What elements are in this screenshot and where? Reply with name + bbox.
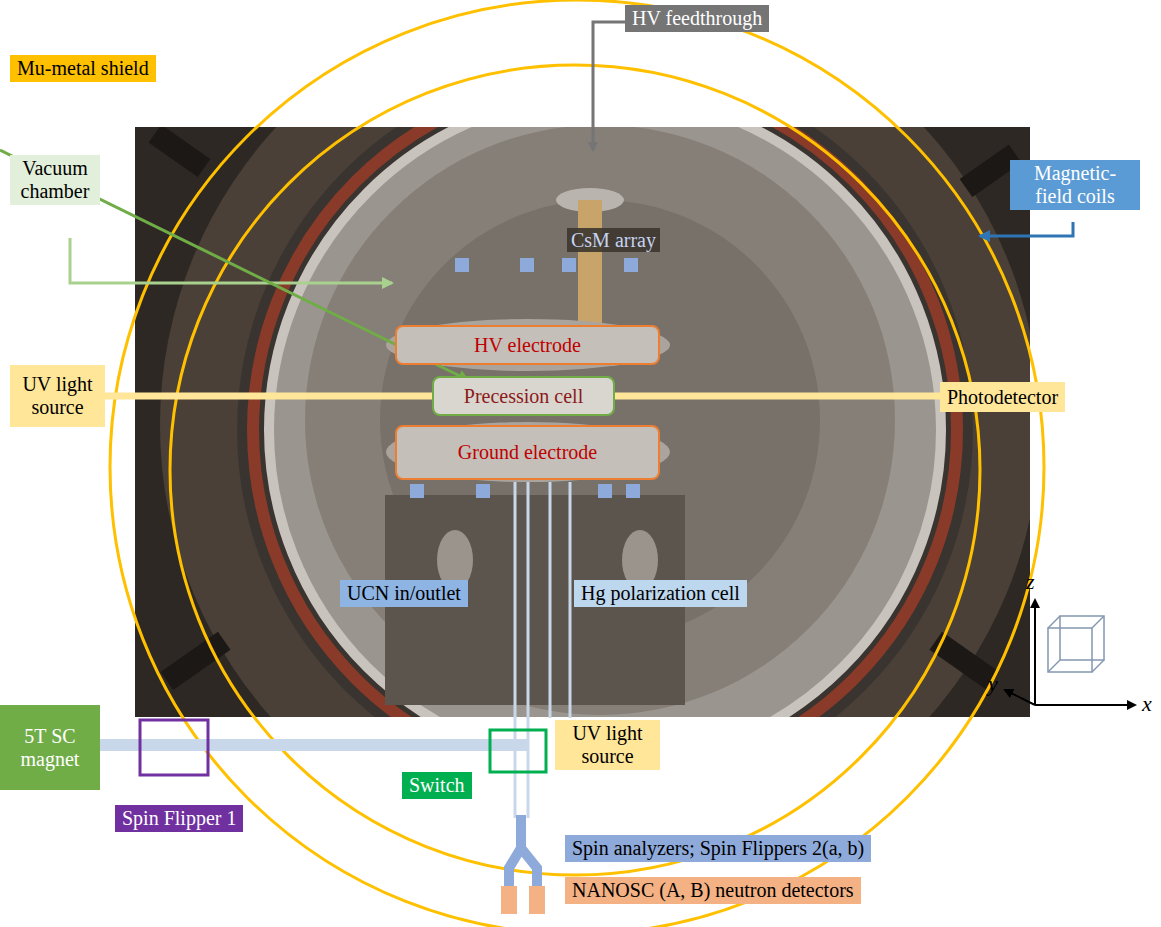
part-label: Mu-metal shield bbox=[10, 55, 156, 82]
leader-line bbox=[980, 222, 1073, 236]
part-label: HV feedthrough bbox=[625, 5, 769, 32]
label-text: UCN in/outlet bbox=[347, 582, 461, 605]
label-text: Spin analyzers; Spin Flippers 2(a, b) bbox=[572, 837, 864, 860]
cell-box: Precession cell bbox=[432, 376, 615, 416]
part-label: Magnetic-field coils bbox=[1010, 160, 1140, 210]
label-text: Ground electrode bbox=[458, 441, 597, 464]
axis-cube bbox=[1048, 616, 1104, 672]
axis-label: y bbox=[988, 672, 998, 696]
part-label: UV light source bbox=[555, 720, 660, 770]
part-label: Spin Flipper 1 bbox=[115, 805, 243, 832]
part-label: NANOSC (A, B) neutron detectors bbox=[565, 877, 861, 904]
axis-label: x bbox=[1142, 692, 1152, 716]
axes bbox=[1005, 600, 1135, 705]
label-text: Switch bbox=[409, 774, 465, 797]
leader-line bbox=[70, 238, 392, 283]
part-label: UV light source bbox=[10, 365, 105, 427]
spin-flipper-frame bbox=[140, 720, 208, 775]
label-text: 5T SC magnet bbox=[7, 725, 93, 771]
axis-label: z bbox=[1026, 570, 1035, 594]
mu-metal-outline bbox=[110, 0, 1044, 927]
detector-a bbox=[501, 886, 517, 914]
part-label: Spin analyzers; Spin Flippers 2(a, b) bbox=[565, 835, 871, 862]
label-text: HV electrode bbox=[474, 334, 581, 357]
part-label: Vacuum chamber bbox=[10, 155, 100, 205]
label-text: UV light source bbox=[562, 722, 653, 768]
photo bbox=[149, 127, 1030, 717]
label-text: NANOSC (A, B) neutron detectors bbox=[572, 879, 854, 902]
label-text: Vacuum chamber bbox=[17, 157, 93, 203]
part-label: 5T SC magnet bbox=[0, 705, 100, 790]
analyzer-branch bbox=[509, 815, 537, 886]
part-label: Switch bbox=[402, 772, 472, 799]
sensor-label: CsM array bbox=[567, 228, 660, 252]
switch-frame bbox=[490, 730, 546, 772]
part-label: Hg polarization cell bbox=[574, 580, 747, 607]
mu-metal-outline bbox=[170, 65, 980, 875]
label-text: Hg polarization cell bbox=[581, 582, 740, 605]
label-text: UV light source bbox=[17, 373, 98, 419]
label-text: Magnetic-field coils bbox=[1017, 162, 1133, 208]
part-label: Photodetector bbox=[940, 382, 1065, 412]
neutron-beamline bbox=[100, 739, 528, 751]
part-label: UCN in/outlet bbox=[340, 580, 468, 607]
electrode-box: HV electrode bbox=[395, 325, 660, 365]
leader-line bbox=[593, 22, 625, 150]
label-text: HV feedthrough bbox=[632, 7, 762, 30]
label-text: Precession cell bbox=[464, 385, 583, 408]
label-text: Mu-metal shield bbox=[17, 57, 149, 80]
electrode-box: Ground electrode bbox=[395, 425, 660, 480]
detector-b bbox=[529, 886, 545, 914]
label-text: Spin Flipper 1 bbox=[122, 807, 236, 830]
label-text: Photodetector bbox=[947, 386, 1058, 409]
